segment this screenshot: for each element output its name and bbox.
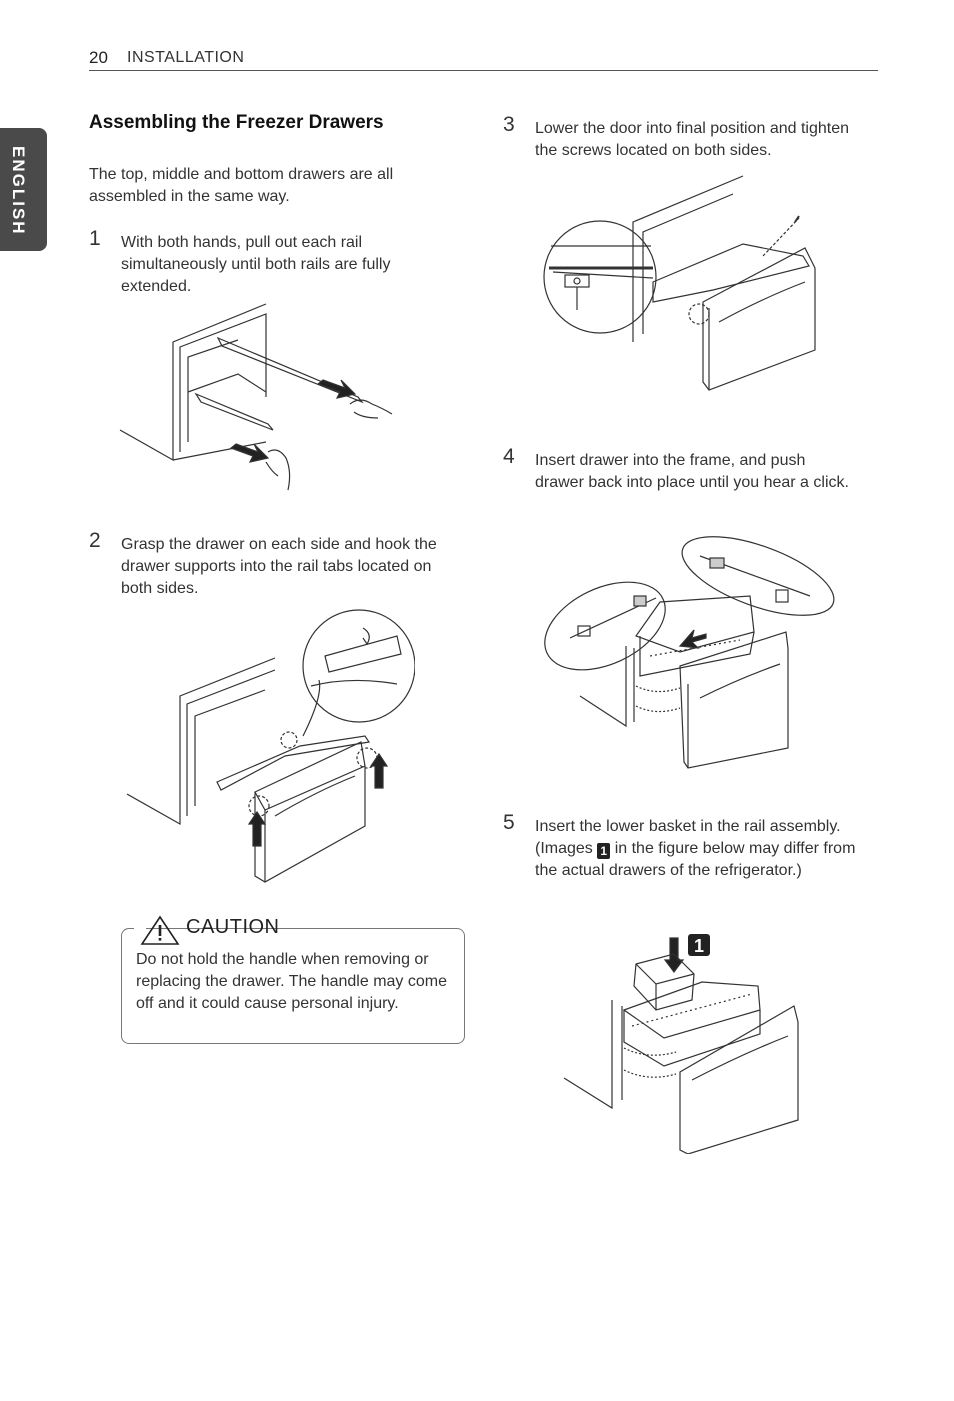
basket-insert-illustration: 1: [563, 934, 799, 1154]
step-text: Lower the door into final position and t…: [535, 120, 849, 159]
figure-label: 1: [694, 936, 704, 956]
drawer-hook-illustration: [126, 609, 415, 883]
step-note-post: in the figure below may differ from the …: [535, 840, 856, 879]
step-text: With both hands, pull out each rail simu…: [121, 234, 391, 295]
page-number: 20: [89, 48, 108, 67]
rail-extend-illustration: [119, 303, 393, 491]
door-lower-illustration: [543, 175, 816, 391]
step-text: Insert drawer into the frame, and push d…: [535, 452, 849, 491]
step-note-pre: (Images: [535, 840, 593, 857]
step-number: 4: [503, 445, 515, 468]
caution-text: Do not hold the handle when removing or …: [136, 951, 447, 1012]
language-tab: ENGLISH: [0, 128, 47, 251]
page-header: 20 INSTALLATION: [89, 48, 878, 71]
caution-box: CAUTION Do not hold the handle when remo…: [121, 915, 465, 1044]
caution-title: CAUTION: [186, 916, 280, 938]
step-number: 1: [89, 227, 101, 250]
warning-triangle-icon: [140, 915, 180, 945]
step-number: 5: [503, 811, 515, 834]
caution-header: CAUTION: [134, 915, 279, 945]
step-text-main: Insert the lower basket in the rail asse…: [535, 818, 841, 835]
step-number: 2: [89, 529, 101, 552]
step-text: Grasp the drawer on each side and hook t…: [121, 536, 437, 597]
language-label: ENGLISH: [9, 146, 28, 236]
step-number: 3: [503, 113, 515, 136]
step-text: Insert the lower basket in the rail asse…: [535, 816, 880, 882]
section-label: INSTALLATION: [127, 49, 245, 66]
intro-text: The top, middle and bottom drawers are a…: [89, 166, 394, 205]
image-number-badge: 1: [597, 843, 611, 859]
page-title: Assembling the Freezer Drawers: [89, 112, 384, 133]
drawer-insert-illustration: [544, 536, 835, 769]
